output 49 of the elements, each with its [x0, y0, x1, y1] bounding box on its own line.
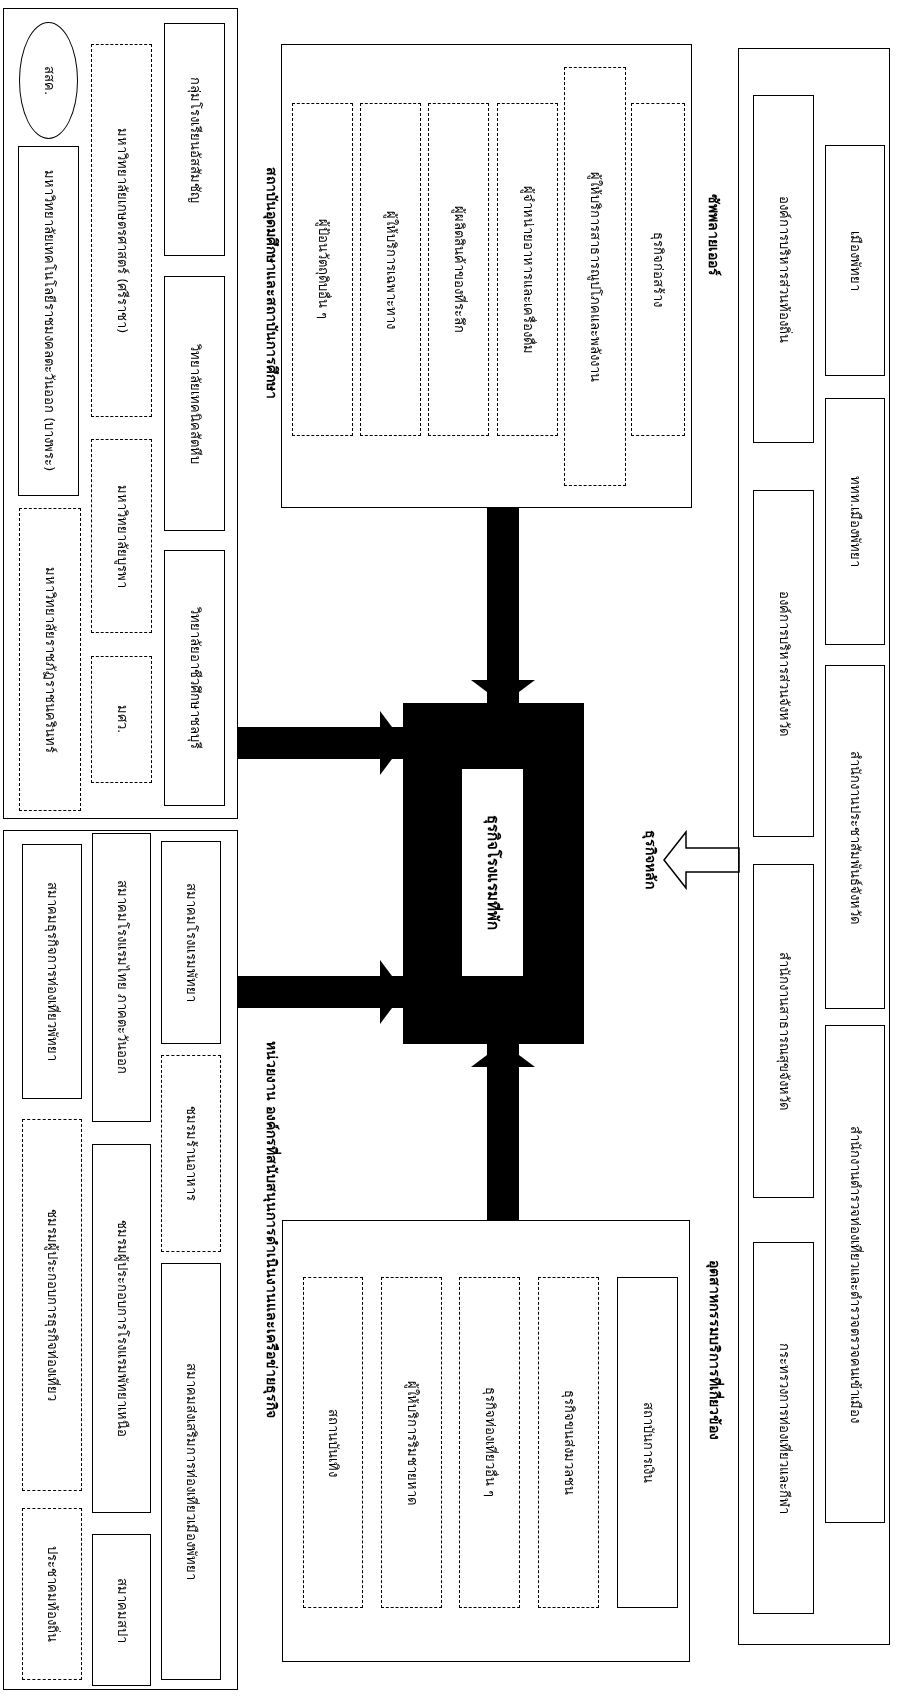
- arrow: [663, 829, 740, 891]
- arrow: [471, 1043, 535, 1221]
- org-box: ผู้ให้บริการสาธารณูปโภคและพลังงาน: [564, 67, 626, 486]
- org-box: ประชาคมท้องถิ่น: [22, 1508, 82, 1680]
- core-heading: ธุรกิจหลัก: [641, 830, 660, 889]
- org-box: ชมรมร้านอาหาร: [161, 1055, 221, 1252]
- org-box: มหาวิทยาลัยเทคโนโลยีราชมงคลตะวันออก (บางพระ): [18, 146, 79, 496]
- org-box: ททท.เมืองพัทยา: [825, 398, 885, 645]
- org-box: ผู้ให้บริการริมชายหาด: [381, 1277, 442, 1608]
- org-box: สมาคมโรงแรมไทย ภาคตะวันออก: [92, 833, 151, 1122]
- group-heading: หน่วยงาน องค์กรที่สนับสนุนการดำเนินงานและเครือข่ายธุรกิจ: [262, 1041, 282, 1418]
- org-box: ผู้ป้อนวัตถุดิบอื่น ๆ: [292, 103, 353, 436]
- org-box: สมาคมโรงแรมพัทยา: [161, 841, 221, 1044]
- org-box: มหาวิทยาลัยบูรพา: [91, 439, 152, 633]
- org-box: วิทยาลัยเทคนิคสัตหีบ: [164, 276, 225, 531]
- org-box: กลุ่มโรงเรียนอัสสัมชัญ: [164, 23, 225, 256]
- org-box: มหาวิทยาลัยเกษตรศาสตร์ (ศรีราชา): [91, 44, 152, 417]
- org-box: สถานบันเทิง: [303, 1277, 363, 1608]
- org-box: มศว.: [91, 656, 152, 783]
- org-box: วิทยาลัยอาชีวศึกษาชลบุรี: [164, 550, 225, 806]
- org-ellipse: สสค.: [19, 22, 78, 139]
- group-frame: [738, 48, 890, 1645]
- org-box: ธุรกิจขนส่งมวลชน: [538, 1277, 599, 1608]
- org-box: มหาวิทยาลัยราชภัฏราชนครินทร์: [19, 508, 81, 811]
- arrow: [471, 507, 535, 704]
- group-heading: อุตสาหกรรมบริการที่เกี่ยวข้อง: [705, 1260, 725, 1440]
- org-box: สำนักงานสาธารณสุขจังหวัด: [753, 864, 814, 1198]
- core-label: ธุรกิจโรงแรมที่พัก: [462, 769, 523, 976]
- org-box: องค์การบริหารส่วนท้องถิ่น: [753, 95, 814, 443]
- arrow: [237, 711, 404, 775]
- org-box: กระทรวงการท่องเที่ยวและกีฬา: [753, 1242, 814, 1614]
- org-box: สถาบันการเงิน: [617, 1277, 678, 1608]
- group-heading: ซัพพลายเออร์: [705, 194, 723, 276]
- org-box: ชมรมผู้ประกอบการโรงแรมพัทยาเหนือ: [92, 1144, 151, 1513]
- org-box: ผู้จำหน่ายอาหารและเครื่องดื่ม: [497, 103, 558, 436]
- org-box: สมาคมสปา: [92, 1534, 151, 1686]
- arrow: [237, 960, 404, 1024]
- org-box: สำนักงานตำรวจท่องเที่ยวและตำรวจตรวจคนเข้าเมือง: [825, 1025, 885, 1523]
- org-box: ผู้ให้บริการเฉพาะทาง: [360, 103, 421, 436]
- org-box: องค์การบริหารส่วนจังหวัด: [753, 490, 814, 837]
- group-heading: สถาบันอุดมศึกษาและสถาบันการศึกษา: [262, 167, 281, 399]
- org-box: สมาคมส่งเสริมการท่องเที่ยวเมืองพัทยา: [161, 1263, 221, 1680]
- org-box: สมาคมธุรกิจการท่องเที่ยวพัทยา: [22, 844, 82, 1099]
- org-box: ธุรกิจท่องเที่ยวอื่น ๆ: [459, 1277, 520, 1608]
- org-box: ธุรกิจก่อสร้าง: [631, 103, 685, 436]
- org-box: เมืองพัทยา: [825, 145, 885, 376]
- org-box: ผู้ผลิตสินค้าของที่ระลึก: [428, 103, 489, 436]
- org-box: สำนักงานประชาสัมพันธ์จังหวัด: [825, 665, 885, 1009]
- org-box: ชมรมผู้ประกอบการธุรกิจท่องเที่ยว: [22, 1119, 82, 1491]
